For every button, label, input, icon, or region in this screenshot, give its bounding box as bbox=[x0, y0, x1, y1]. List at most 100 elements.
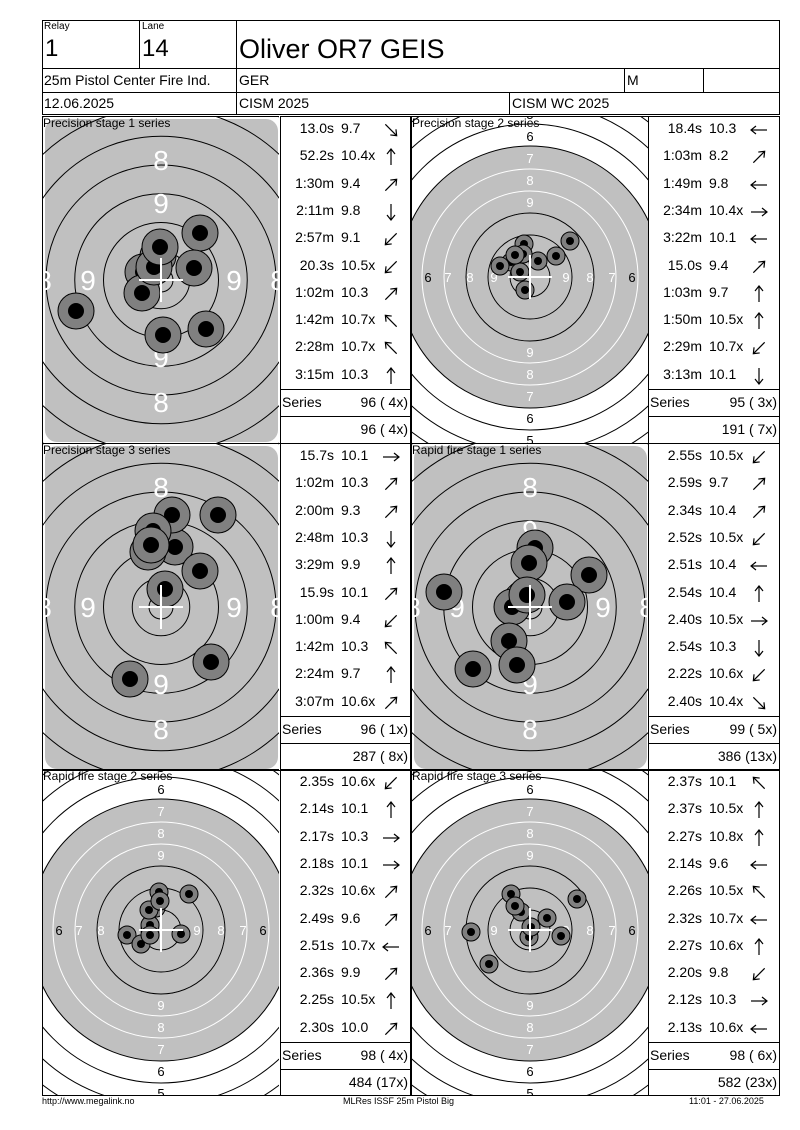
svg-text:8: 8 bbox=[412, 592, 421, 623]
shot-time: 15.7s bbox=[299, 447, 334, 463]
shot-score: 9.7 bbox=[709, 474, 729, 491]
series-divider bbox=[648, 389, 780, 390]
svg-text:6: 6 bbox=[526, 411, 533, 426]
shot-time: 2:29m bbox=[663, 338, 702, 355]
shot-time: 2.17s bbox=[299, 827, 334, 844]
shot-time: 2.30s bbox=[299, 1018, 334, 1035]
svg-text:7: 7 bbox=[526, 1042, 533, 1057]
shot-time: 2.54s bbox=[667, 583, 702, 600]
shot-time: 13.0s bbox=[299, 120, 334, 136]
header-divider bbox=[42, 68, 780, 69]
shot-score: 10.1 bbox=[709, 365, 737, 382]
series-title: Rapid fire stage 3 series bbox=[412, 769, 542, 783]
shot-time: 15.0s bbox=[667, 256, 702, 273]
shot-direction-arrow-icon bbox=[382, 942, 399, 952]
shot-score: 10.7x bbox=[341, 936, 376, 953]
shot-time: 2:34m bbox=[663, 201, 702, 218]
svg-text:5: 5 bbox=[526, 433, 533, 443]
shot-score: 10.5x bbox=[341, 991, 376, 1008]
shot-direction-arrow-icon bbox=[751, 996, 768, 1006]
shot-time: 52.2s bbox=[299, 147, 334, 164]
gender: M bbox=[627, 72, 639, 88]
svg-text:8: 8 bbox=[526, 173, 533, 188]
shot-score: 10.1 bbox=[341, 854, 369, 871]
svg-text:8: 8 bbox=[526, 1020, 533, 1035]
shot-score: 10.3 bbox=[709, 638, 737, 655]
svg-text:9: 9 bbox=[157, 998, 164, 1013]
shot-direction-arrow-icon bbox=[386, 801, 396, 819]
shot-score: 9.9 bbox=[341, 556, 361, 573]
shot-time: 1:49m bbox=[663, 174, 702, 191]
shot-time: 2.18s bbox=[299, 854, 334, 871]
shot-direction-arrow-icon bbox=[752, 260, 766, 273]
svg-text:7: 7 bbox=[75, 923, 82, 938]
shot-direction-arrow-icon bbox=[386, 203, 396, 221]
svg-text:8: 8 bbox=[157, 826, 164, 841]
shot-direction-arrow-icon bbox=[384, 776, 398, 790]
shot-score: 10.6x bbox=[709, 665, 744, 682]
series-divider bbox=[648, 1042, 780, 1043]
svg-text:6: 6 bbox=[526, 782, 533, 797]
svg-text:9: 9 bbox=[526, 345, 533, 360]
shot-time: 2:11m bbox=[296, 201, 334, 218]
total-divider bbox=[280, 743, 411, 744]
shot-score: 9.4 bbox=[709, 256, 729, 273]
shot-direction-arrow-icon bbox=[754, 640, 764, 658]
shot-score: 10.5x bbox=[709, 610, 744, 627]
shot-time: 2.34s bbox=[667, 501, 702, 518]
shot-score: 9.6 bbox=[709, 854, 729, 871]
cumulative-total: 191 ( 7x) bbox=[721, 421, 777, 437]
svg-text:9: 9 bbox=[526, 848, 533, 863]
shot-time: 2.12s bbox=[667, 991, 702, 1008]
shot-score: 10.3 bbox=[709, 991, 737, 1008]
competition: CISM 2025 bbox=[239, 95, 310, 111]
svg-text:9: 9 bbox=[595, 592, 611, 623]
svg-text:8: 8 bbox=[217, 923, 224, 938]
target-svg: 45678998765467899876 bbox=[43, 770, 279, 1096]
shot-time: 2.32s bbox=[299, 882, 334, 899]
shot-time: 2.27s bbox=[667, 936, 702, 953]
shot-direction-arrow-icon bbox=[384, 314, 398, 328]
header-frame bbox=[42, 20, 780, 115]
shot-time: 1:42m bbox=[295, 311, 334, 328]
shot-score: 10.3 bbox=[341, 474, 369, 491]
shot-direction-arrow-icon bbox=[750, 1024, 767, 1034]
shot-time: 3:07m bbox=[295, 692, 334, 709]
shot-direction-arrow-icon bbox=[752, 532, 766, 546]
shot-time: 18.4s bbox=[667, 120, 702, 136]
shot-score: 10.7x bbox=[341, 311, 376, 328]
svg-text:9: 9 bbox=[526, 998, 533, 1013]
shot-score: 10.3 bbox=[341, 638, 369, 655]
shot-direction-arrow-icon bbox=[386, 992, 396, 1010]
shot-direction-arrow-icon bbox=[386, 557, 396, 575]
shot-time: 2.49s bbox=[299, 909, 334, 926]
shot-direction-arrow-icon bbox=[384, 641, 398, 655]
svg-text:8: 8 bbox=[639, 592, 648, 623]
target-plot: 45678998765467899876 bbox=[411, 116, 648, 443]
svg-text:7: 7 bbox=[157, 804, 164, 819]
shot-time: 1:03m bbox=[663, 283, 702, 300]
shot-time: 1:50m bbox=[663, 311, 702, 328]
shooter-name: Oliver OR7 GEIS bbox=[239, 34, 445, 64]
event-name: 25m Pistol Center Fire Ind. bbox=[44, 72, 211, 88]
shot-direction-arrow-icon bbox=[754, 312, 764, 330]
shot-score: 10.6x bbox=[341, 692, 376, 709]
series-label: Series bbox=[650, 721, 690, 737]
shot-direction-arrow-icon bbox=[384, 260, 398, 273]
